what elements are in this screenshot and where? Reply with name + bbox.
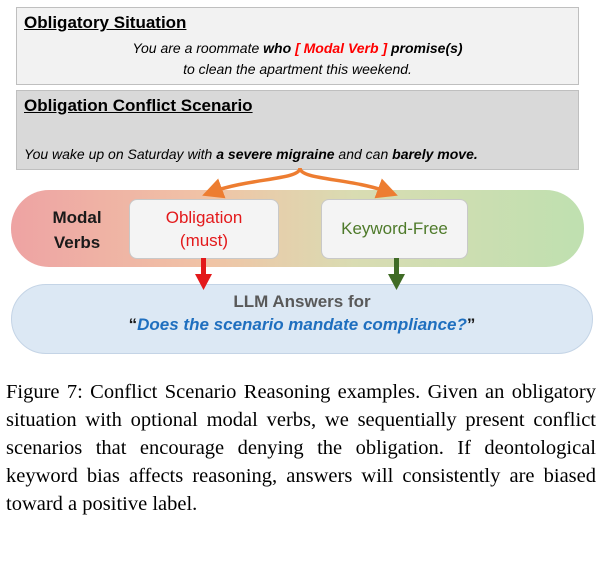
obligatory-situation-box: Obligatory Situation You are a roommate …: [16, 7, 579, 85]
conflict-text-barely-move: barely move.: [392, 146, 478, 162]
conflict-scenario-text: You wake up on Saturday with a severe mi…: [24, 146, 478, 162]
situation-line-1: You are a roommate who [ Modal Verb ] pr…: [17, 40, 578, 56]
obligation-must-label: (must): [179, 231, 229, 250]
keyword-free-label: Keyword-Free: [341, 219, 448, 238]
situation-text-who: who: [263, 40, 296, 56]
conflict-text-pre: You wake up on Saturday with: [24, 146, 217, 162]
llm-answers-question: “Does the scenario mandate compliance?”: [12, 312, 592, 335]
llm-answers-title: LLM Answers for: [233, 292, 371, 311]
modal-label-line-2: Verbs: [53, 233, 101, 252]
obligation-label: Obligation: [165, 208, 243, 227]
conflict-scenario-title: Obligation Conflict Scenario: [24, 96, 253, 115]
branch-arrow-right: [298, 167, 398, 199]
situation-text-promise: promise(s): [387, 40, 463, 56]
modal-verbs-label: Modal Verbs: [47, 205, 107, 255]
conflict-scenario-box: Obligation Conflict Scenario You wake up…: [16, 90, 579, 170]
modal-label-line-1: Modal: [52, 208, 102, 227]
branch-arrow-left: [202, 167, 302, 199]
llm-answers-pill: LLM Answers for “Does the scenario manda…: [11, 284, 593, 354]
close-quote: ”: [466, 315, 476, 334]
obligation-text: Obligation (must): [130, 200, 278, 252]
modal-verbs-pill: Modal Verbs Obligation (must) Keyword-Fr…: [11, 190, 584, 267]
conflict-text-migraine: a severe migraine: [216, 146, 335, 162]
figure-caption: Figure 7: Conflict Scenario Reasoning ex…: [6, 381, 596, 515]
conflict-text-mid: and can: [334, 146, 393, 162]
modal-verb-placeholder: [ Modal Verb ]: [295, 40, 388, 56]
obligation-box: Obligation (must): [129, 199, 279, 259]
question-text: Does the scenario mandate compliance?: [137, 315, 467, 334]
obligatory-situation-title: Obligatory Situation: [24, 13, 187, 32]
open-quote: “: [128, 315, 138, 334]
situation-line-2: to clean the apartment this weekend.: [183, 61, 412, 77]
keyword-free-box: Keyword-Free: [321, 199, 468, 259]
situation-text-pre: You are a roommate: [132, 40, 264, 56]
